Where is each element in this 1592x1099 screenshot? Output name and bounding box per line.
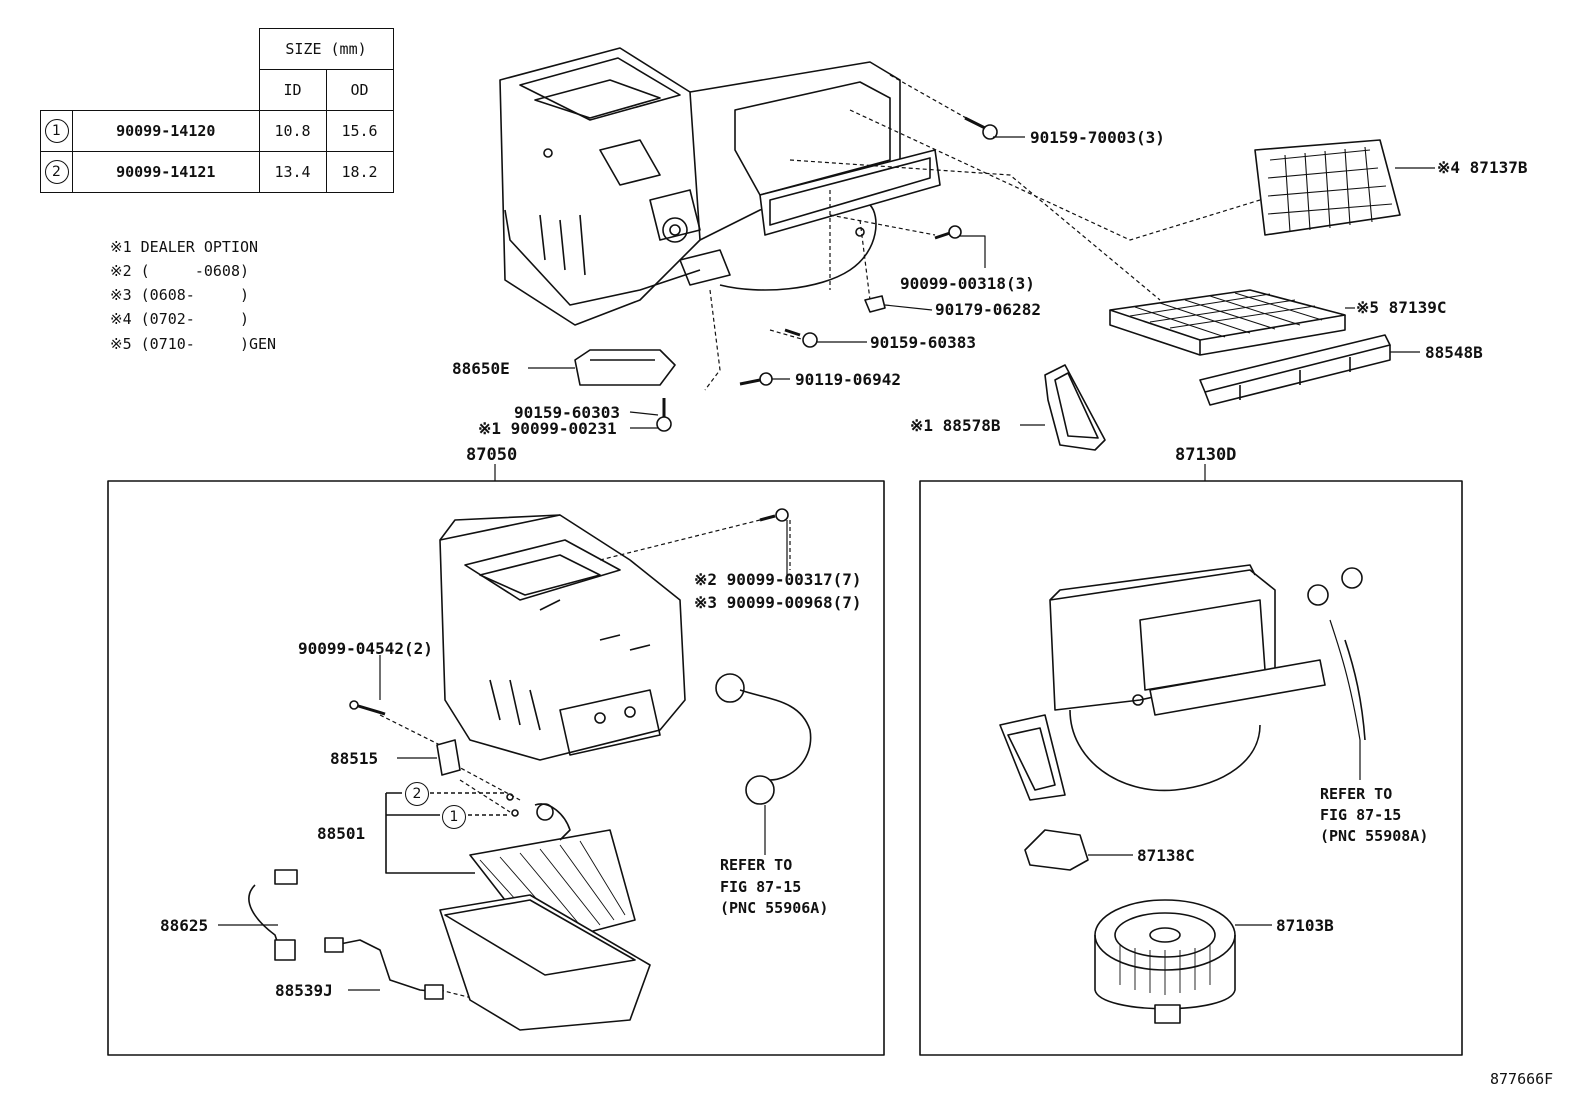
size-table: SIZE (mm) ID OD 1 90099-14120 10.8 15.6 …: [40, 28, 394, 193]
label-87130d: 87130D: [1175, 445, 1237, 465]
air-filter-drawing: [1109, 289, 1346, 356]
screw-icons: [656, 116, 998, 432]
table-row: 1 90099-14120 10.8 15.6: [40, 110, 394, 152]
figure-code: 877666F: [1490, 1070, 1554, 1088]
label-88548b: 88548B: [1425, 343, 1483, 362]
label-88515: 88515: [330, 749, 379, 768]
row-mark: 1: [40, 110, 73, 152]
blower-unit-drawing: [999, 564, 1326, 801]
label-90159-60303: 90159-60303: [514, 403, 620, 422]
label-87139c: ※5 87139C: [1356, 298, 1447, 317]
note-5: ※5 (0710- )GEN: [110, 335, 277, 353]
label-90099-00317: ※2 90099-00317(7): [694, 570, 862, 589]
label-90159-70003: 90159-70003(3): [1030, 128, 1165, 147]
label-90159-60383: 90159-60383: [870, 333, 976, 352]
row-id: 13.4: [258, 151, 327, 193]
label-88625: 88625: [160, 916, 209, 935]
circle-marker-2: 2: [405, 782, 429, 806]
refer-right-line2: FIG 87-15: [1320, 806, 1402, 824]
label-90099-00231: ※1 90099-00231: [478, 419, 617, 438]
heater-unit-drawing: [499, 47, 941, 326]
note-3: ※3 (0608- ): [110, 286, 249, 304]
id-column-header: ID: [258, 69, 327, 111]
filter-frame-drawing: [1254, 139, 1401, 236]
label-87137b: ※4 87137B: [1437, 158, 1528, 177]
heater-case-drawing: [439, 514, 686, 761]
group-box-87050: [107, 480, 885, 1056]
row-od: 15.6: [325, 110, 394, 152]
row-od: 18.2: [325, 151, 394, 193]
group-box-87130d: [919, 480, 1463, 1056]
refer-right-line1: REFER TO: [1320, 785, 1393, 803]
label-90099-00968: ※3 90099-00968(7): [694, 593, 862, 612]
refer-left-line1: REFER TO: [720, 856, 793, 874]
refer-left-line2: FIG 87-15: [720, 878, 802, 896]
note-4: ※4 (0702- ): [110, 310, 249, 328]
label-88539j: 88539J: [275, 981, 333, 1000]
label-90179-06282: 90179-06282: [935, 300, 1041, 319]
table-row: 2 90099-14121 13.4 18.2: [40, 151, 394, 193]
label-87103b: 87103B: [1276, 916, 1334, 935]
refer-left-line3: (PNC 55906A): [720, 899, 829, 917]
circle-marker-1: 1: [442, 805, 466, 829]
size-header: SIZE (mm): [258, 28, 394, 70]
label-87050: 87050: [466, 445, 518, 465]
label-90099-00318: 90099-00318(3): [900, 274, 1035, 293]
label-88578b: ※1 88578B: [910, 416, 1001, 435]
label-87138c: 87138C: [1137, 846, 1195, 865]
label-90119-06942: 90119-06942: [795, 370, 901, 389]
row-part-number: 90099-14121: [72, 151, 260, 193]
label-88501: 88501: [317, 824, 366, 843]
refer-right-line3: (PNC 55908A): [1320, 827, 1429, 845]
label-88650e: 88650E: [452, 359, 510, 378]
note-2: ※2 ( -0608): [110, 262, 249, 280]
note-dealer-option: ※1 DEALER OPTION: [110, 238, 259, 256]
label-90099-04542: 90099-04542(2): [298, 639, 433, 658]
row-mark: 2: [40, 151, 73, 193]
